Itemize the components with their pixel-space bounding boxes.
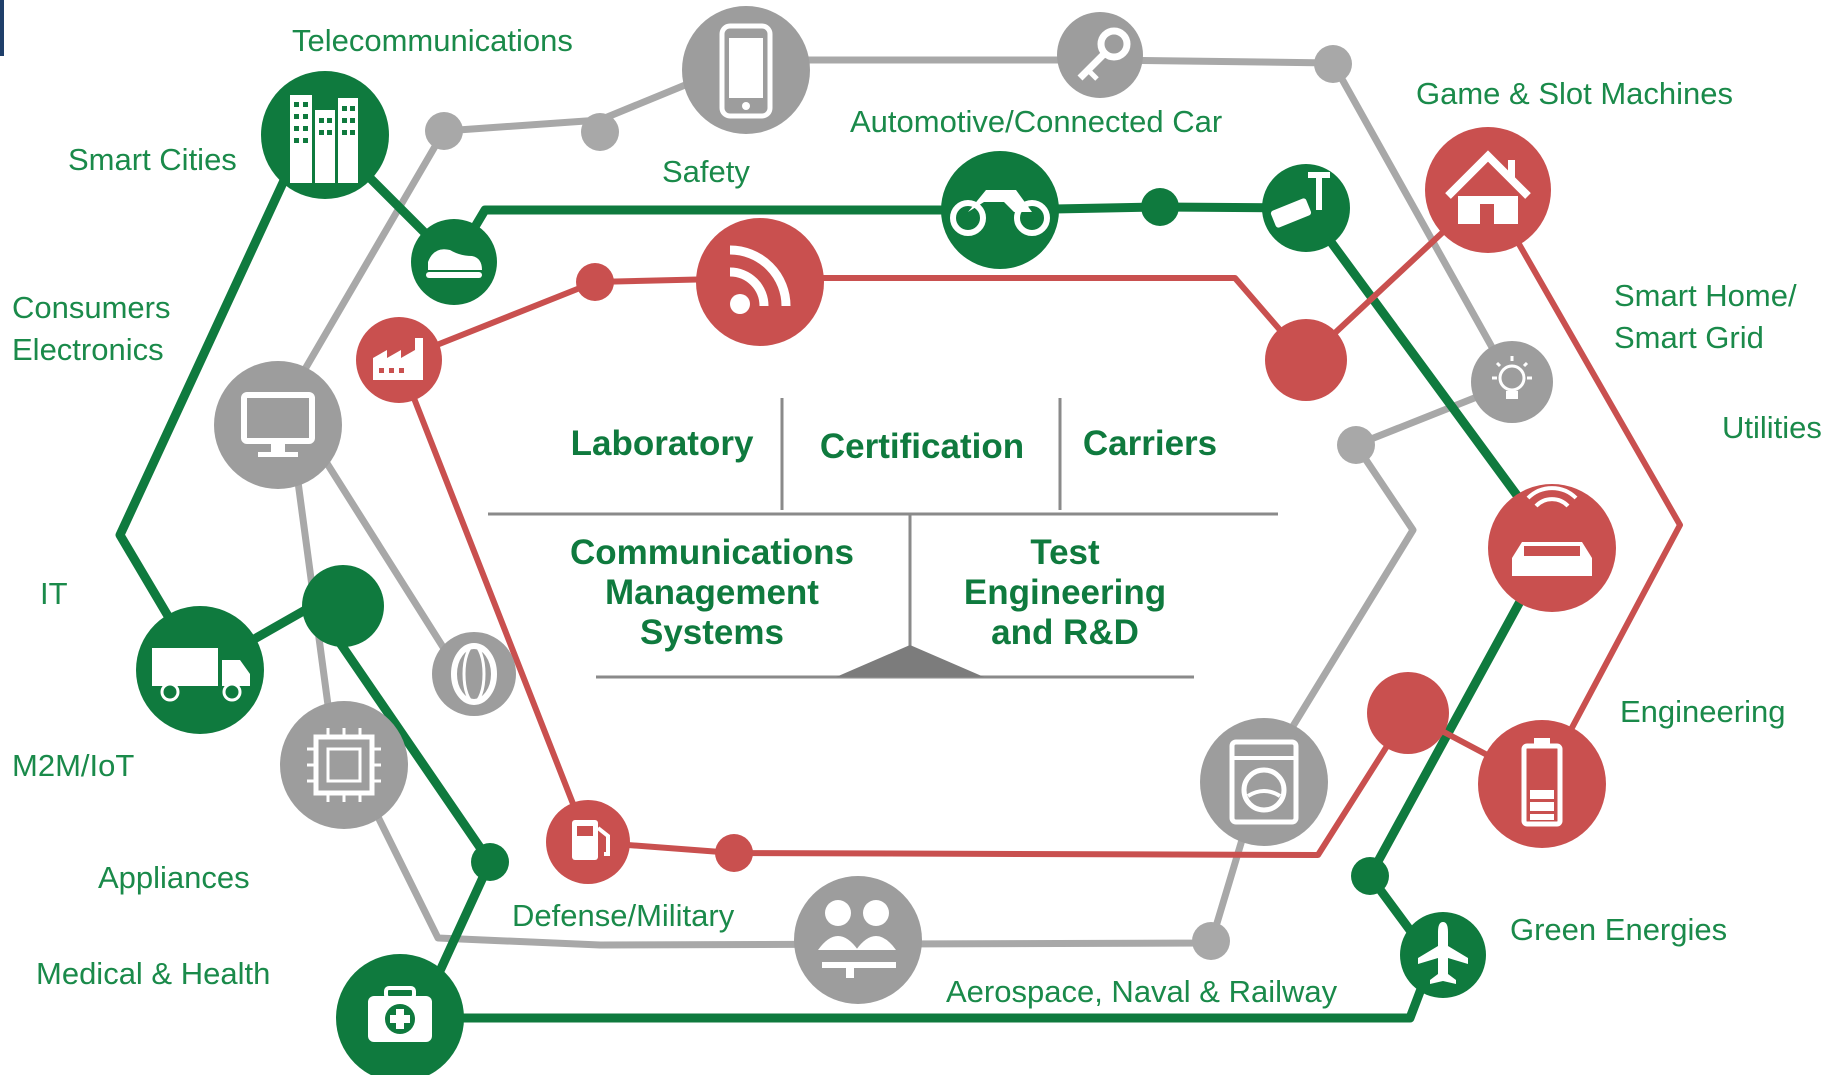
label-engineering: Engineering bbox=[1620, 694, 1785, 729]
shoe-icon bbox=[411, 219, 497, 305]
scale-fulcrum bbox=[836, 645, 984, 677]
security-camera-icon bbox=[1262, 164, 1350, 252]
label-green-energies: Green Energies bbox=[1510, 912, 1727, 947]
factory-icon bbox=[356, 317, 442, 403]
center-cms-line2: Management bbox=[605, 573, 819, 612]
center-carriers: Carriers bbox=[1083, 424, 1217, 463]
smartphone-icon bbox=[682, 6, 810, 134]
label-it: IT bbox=[40, 576, 68, 611]
label-game-slot: Game & Slot Machines bbox=[1416, 76, 1733, 111]
label-medical: Medical & Health bbox=[36, 956, 270, 991]
red-dots bbox=[576, 263, 1449, 872]
lightbulb-icon bbox=[1471, 341, 1553, 423]
center-certification: Certification bbox=[820, 427, 1024, 466]
label-automotive: Automotive/Connected Car bbox=[850, 104, 1222, 139]
house-icon bbox=[1425, 127, 1551, 253]
label-safety: Safety bbox=[662, 154, 750, 189]
washing-machine-icon bbox=[1200, 718, 1328, 846]
label-smart-home-line2: Smart Grid bbox=[1614, 320, 1764, 355]
airplane-icon bbox=[1400, 912, 1486, 998]
center-laboratory: Laboratory bbox=[571, 424, 754, 463]
rss-icon bbox=[696, 218, 824, 346]
label-appliances: Appliances bbox=[98, 860, 250, 895]
label-consumers-line1: Consumers bbox=[12, 290, 171, 325]
center-ter-line1: Test bbox=[1030, 533, 1100, 572]
corner-accent bbox=[0, 0, 4, 56]
connected-car-icon bbox=[1488, 484, 1616, 612]
gray-dots bbox=[425, 45, 1375, 960]
label-utilities: Utilities bbox=[1722, 410, 1822, 445]
label-m2m: M2M/IoT bbox=[12, 748, 134, 783]
center-ter-line3: and R&D bbox=[991, 613, 1139, 652]
center-ter-line2: Engineering bbox=[964, 573, 1166, 612]
battery-icon bbox=[1478, 720, 1606, 848]
label-telecommunications: Telecommunications bbox=[292, 23, 573, 58]
green-dots bbox=[302, 188, 1389, 895]
label-aerospace: Aerospace, Naval & Railway bbox=[946, 974, 1338, 1009]
label-consumers-line2: Electronics bbox=[12, 332, 164, 367]
label-defense: Defense/Military bbox=[512, 898, 735, 933]
chip-icon bbox=[280, 701, 408, 829]
buildings-icon bbox=[261, 71, 389, 199]
first-aid-icon bbox=[336, 954, 464, 1075]
motorcycle-icon bbox=[941, 151, 1059, 269]
label-smart-cities: Smart Cities bbox=[68, 142, 237, 177]
key-icon bbox=[1057, 12, 1143, 98]
center-cms-line1: Communications bbox=[570, 533, 854, 572]
label-smart-home-line1: Smart Home/ bbox=[1614, 278, 1797, 313]
bracelet-icon bbox=[432, 632, 516, 716]
monitor-icon bbox=[214, 361, 342, 489]
fuel-pump-icon bbox=[546, 800, 630, 884]
soldiers-icon bbox=[794, 876, 922, 1004]
center-cms-line3: Systems bbox=[640, 613, 784, 652]
truck-icon bbox=[136, 606, 264, 734]
